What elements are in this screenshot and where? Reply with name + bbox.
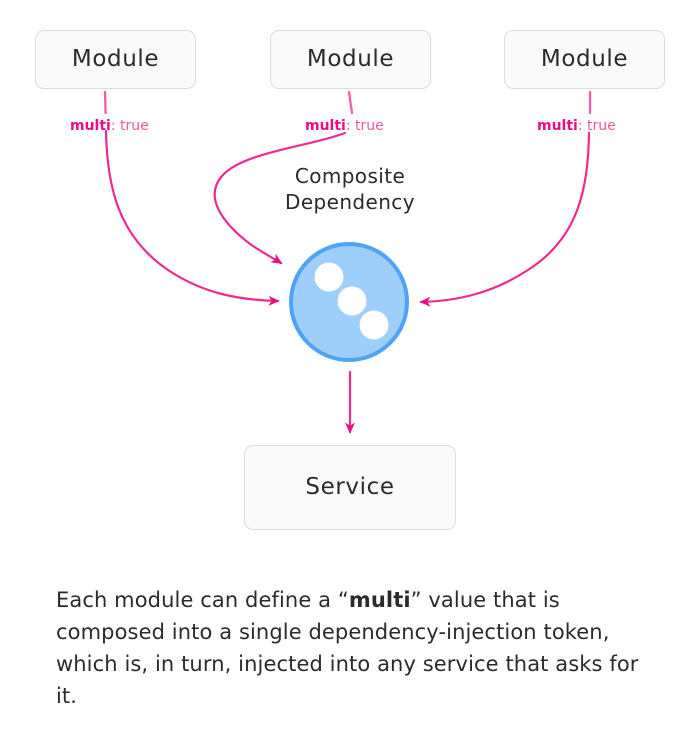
composite-dot-2 [337, 286, 367, 316]
module-node-3[interactable]: Module [504, 30, 665, 89]
edge-label-multi-3: multi: true [537, 119, 616, 133]
edge-label-multi-2: multi: true [305, 119, 384, 133]
edge-module3-to-composite [419, 131, 591, 307]
service-node[interactable]: Service [244, 445, 456, 530]
composite-dependency-title-line-2: Dependency [285, 190, 415, 215]
edge-label-multi-1: multi: true [70, 119, 149, 133]
edge-label-multi-1-key: multi [70, 118, 111, 134]
module-node-2[interactable]: Module [270, 30, 431, 89]
edge-label-multi-2-value: true [355, 118, 384, 134]
composite-dependency-circle [289, 242, 409, 362]
description-paragraph: Each module can define a “multi” value t… [56, 585, 656, 713]
description-emphasis: multi [348, 588, 411, 612]
description-part-1: Each module can define a “ [56, 588, 349, 612]
stem-module-2 [347, 90, 354, 115]
edge-label-multi-3-key: multi [537, 118, 578, 134]
composite-dot-3 [359, 310, 389, 340]
edge-label-multi-2-key: multi [305, 118, 346, 134]
stem-module-1 [103, 90, 107, 115]
module-node-2-label: Module [306, 46, 395, 72]
description-part-2: ” value that is composed into a single d… [56, 588, 639, 708]
service-node-label: Service [305, 474, 395, 500]
edge-label-multi-1-sep: : [110, 118, 121, 134]
composite-dot-1 [314, 262, 344, 292]
edge-label-multi-3-value: true [587, 118, 616, 134]
edge-label-multi-1-value: true [120, 118, 149, 134]
edge-module1-to-composite [104, 129, 280, 306]
module-node-1[interactable]: Module [35, 30, 196, 89]
edge-label-multi-3-sep: : [577, 118, 588, 134]
edge-label-multi-2-sep: : [345, 118, 356, 134]
module-node-3-label: Module [540, 46, 629, 72]
composite-dependency-title: Composite Dependency [274, 163, 426, 216]
module-node-1-label: Module [71, 46, 160, 72]
composite-dependency-title-line-1: Composite [294, 164, 406, 188]
